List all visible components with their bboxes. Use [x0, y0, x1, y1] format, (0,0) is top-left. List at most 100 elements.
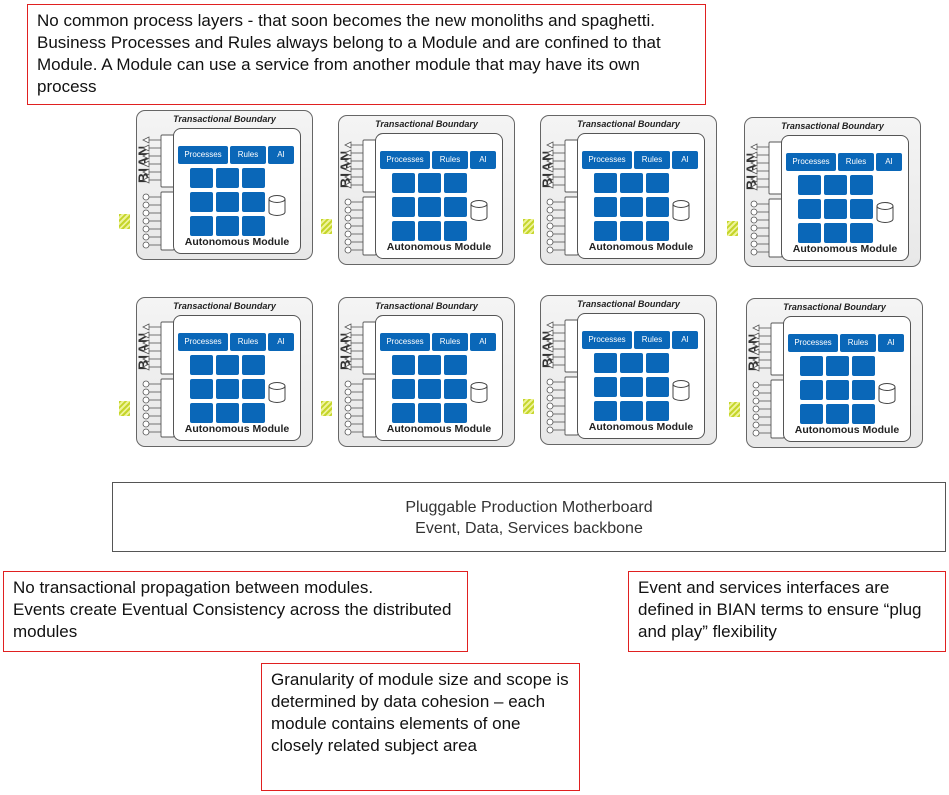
transactional-boundary-label: Transactional Boundary [173, 114, 276, 124]
component-block [798, 175, 821, 195]
component-block [216, 379, 239, 399]
rules-chip: Rules [230, 146, 266, 164]
note-transactional-propagation: No transactional propagation between mod… [3, 571, 468, 652]
ai-chip: AI [268, 333, 294, 351]
component-block [190, 379, 213, 399]
component-block [444, 403, 467, 423]
transactional-boundary-label: Transactional Boundary [173, 301, 276, 311]
component-block [594, 197, 617, 217]
interface-ports-icon [142, 134, 175, 251]
component-block [620, 377, 643, 397]
autonomous-module: Transactional Boundary BIAN [321, 297, 515, 447]
component-block [216, 403, 239, 423]
component-block [594, 401, 617, 421]
component-block [242, 192, 265, 212]
component-block [620, 173, 643, 193]
database-icon [268, 382, 286, 403]
component-block [852, 380, 875, 400]
autonomous-module: Transactional Boundary BIAN [119, 110, 313, 260]
component-block [392, 403, 415, 423]
component-block [824, 175, 847, 195]
component-block [620, 353, 643, 373]
component-block [418, 173, 441, 193]
autonomous-module: Transactional Boundary BIAN [119, 297, 313, 447]
rules-chip: Rules [838, 153, 874, 171]
component-block [798, 223, 821, 243]
component-block [444, 221, 467, 241]
component-block [216, 216, 239, 236]
bian-logo-mark [119, 214, 130, 229]
autonomous-module: Transactional Boundary BIAN [727, 117, 921, 267]
ai-chip: AI [268, 146, 294, 164]
component-block [826, 380, 849, 400]
bian-logo-mark [321, 401, 332, 416]
ai-chip: AI [878, 334, 904, 352]
component-block [620, 221, 643, 241]
component-block [824, 199, 847, 219]
motherboard-title: Pluggable Production Motherboard [405, 499, 653, 516]
component-block [620, 401, 643, 421]
component-block [852, 404, 875, 424]
transactional-boundary-label: Transactional Boundary [577, 299, 680, 309]
module-core: Processes Rules AI Autonomous Module [783, 316, 911, 442]
component-block [418, 379, 441, 399]
note-granularity: Granularity of module size and scope is … [261, 663, 580, 791]
autonomous-module-label: Autonomous Module [386, 241, 492, 253]
component-block [392, 379, 415, 399]
autonomous-module: Transactional Boundary BIAN [523, 115, 717, 265]
bian-logo-mark [523, 399, 534, 414]
transactional-boundary-label: Transactional Boundary [781, 121, 884, 131]
interface-ports-icon [344, 321, 377, 438]
motherboard-subtitle: Event, Data, Services backbone [415, 520, 643, 537]
database-icon [470, 382, 488, 403]
transactional-boundary-label: Transactional Boundary [577, 119, 680, 129]
ai-chip: AI [470, 151, 496, 169]
component-block [418, 221, 441, 241]
autonomous-module: Transactional Boundary BIAN [321, 115, 515, 265]
ai-chip: AI [470, 333, 496, 351]
ai-chip: AI [876, 153, 902, 171]
transactional-boundary-label: Transactional Boundary [375, 119, 478, 129]
component-block [216, 192, 239, 212]
component-block [646, 221, 669, 241]
autonomous-module-label: Autonomous Module [792, 243, 898, 255]
component-block [242, 379, 265, 399]
database-icon [672, 380, 690, 401]
processes-chip: Processes [380, 151, 430, 169]
interface-ports-icon [546, 319, 579, 436]
component-block [850, 175, 873, 195]
module-core: Processes Rules AI Autonomous Module [577, 313, 705, 439]
component-block [594, 173, 617, 193]
component-block [242, 403, 265, 423]
autonomous-module: Transactional Boundary BIAN [523, 295, 717, 445]
interface-ports-icon [142, 321, 175, 438]
transactional-boundary-label: Transactional Boundary [783, 302, 886, 312]
component-block [646, 353, 669, 373]
database-icon [470, 200, 488, 221]
interface-ports-icon [344, 139, 377, 256]
processes-chip: Processes [178, 146, 228, 164]
component-block [444, 173, 467, 193]
component-block [646, 197, 669, 217]
ai-chip: AI [672, 151, 698, 169]
component-block [190, 216, 213, 236]
rules-chip: Rules [634, 151, 670, 169]
component-block [798, 199, 821, 219]
module-core: Processes Rules AI Autonomous Module [375, 315, 503, 441]
autonomous-module-label: Autonomous Module [184, 236, 290, 248]
interface-ports-icon [752, 322, 785, 439]
database-icon [268, 195, 286, 216]
autonomous-module-label: Autonomous Module [184, 423, 290, 435]
module-core: Processes Rules AI Autonomous Module [173, 315, 301, 441]
component-block [392, 197, 415, 217]
component-block [800, 356, 823, 376]
pluggable-production-motherboard: Pluggable Production Motherboard Event, … [112, 482, 946, 552]
component-block [594, 353, 617, 373]
bian-logo-mark [321, 219, 332, 234]
component-block [392, 355, 415, 375]
transactional-boundary-label: Transactional Boundary [375, 301, 478, 311]
component-block [850, 199, 873, 219]
ai-chip: AI [672, 331, 698, 349]
module-core: Processes Rules AI Autonomous Module [577, 133, 705, 259]
bian-logo-mark [523, 219, 534, 234]
